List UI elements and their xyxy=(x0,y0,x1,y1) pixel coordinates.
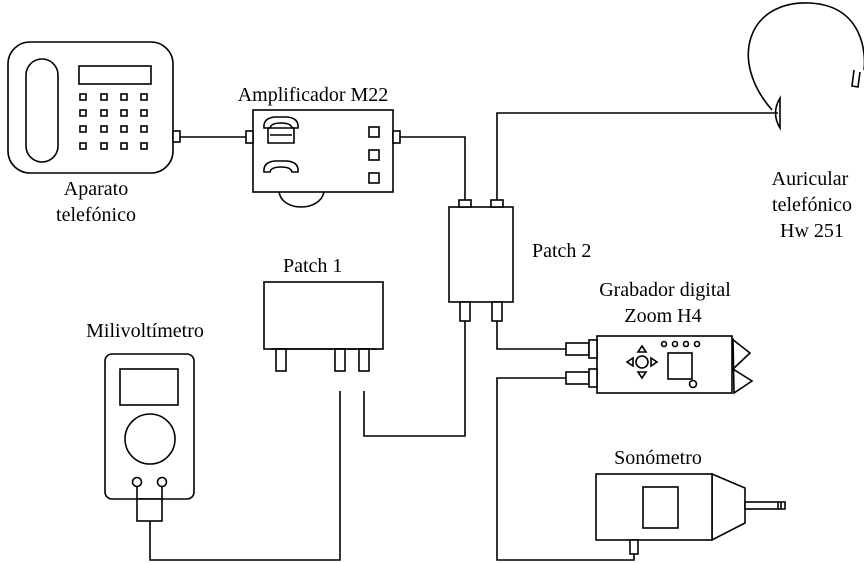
amplifier-button xyxy=(368,172,380,184)
recorder-zoom-h4 xyxy=(565,335,754,395)
wire-patch2-auricular xyxy=(496,112,778,200)
wire-patch2-grabador xyxy=(496,321,566,350)
wire-amplificador-patch2 xyxy=(400,136,466,200)
sound-level-meter xyxy=(595,472,786,555)
patch-2 xyxy=(448,199,514,322)
millivoltmeter xyxy=(104,353,195,522)
handset-icon xyxy=(263,116,299,144)
headphone-label-line1: Auricular xyxy=(772,168,849,190)
wire-patch1-milivoltimetro xyxy=(149,391,341,561)
sound-level-meter-label: Sonómetro xyxy=(614,447,702,469)
amplifier-label: Amplificador M22 xyxy=(238,84,389,106)
headphone-label-line3: Hw 251 xyxy=(780,220,844,242)
navigation-pad-icon xyxy=(625,344,659,380)
amplifier-jack-right xyxy=(392,130,401,144)
wires xyxy=(149,112,778,561)
recorder-screen xyxy=(667,352,693,380)
millivoltmeter-label: Milivoltímetro xyxy=(86,320,204,342)
amplifier-jack-left xyxy=(245,130,254,144)
recorder-label-line1: Grabador digital xyxy=(599,279,731,301)
telephone-keypad xyxy=(79,93,148,150)
headphone-device xyxy=(747,2,864,131)
headphone-label-line2: telefónico xyxy=(772,194,852,216)
telephone-label-line2: telefónico xyxy=(56,204,136,226)
amplifier-m22 xyxy=(245,109,401,208)
wire-patch2-patch1 xyxy=(363,321,466,437)
patch2-label: Patch 2 xyxy=(532,240,591,262)
recorder-label-line2: Zoom H4 xyxy=(624,305,701,327)
telephone-jack xyxy=(172,130,181,143)
wire-grabador-sonometro xyxy=(496,377,635,561)
telephone-device xyxy=(7,41,181,174)
amplifier-button xyxy=(368,149,380,161)
telephone-label-line1: Aparato xyxy=(64,178,128,200)
patch-1 xyxy=(263,281,384,372)
patch1-label: Patch 1 xyxy=(283,255,342,277)
handset-icon xyxy=(263,160,299,173)
amplifier-button xyxy=(368,126,380,138)
